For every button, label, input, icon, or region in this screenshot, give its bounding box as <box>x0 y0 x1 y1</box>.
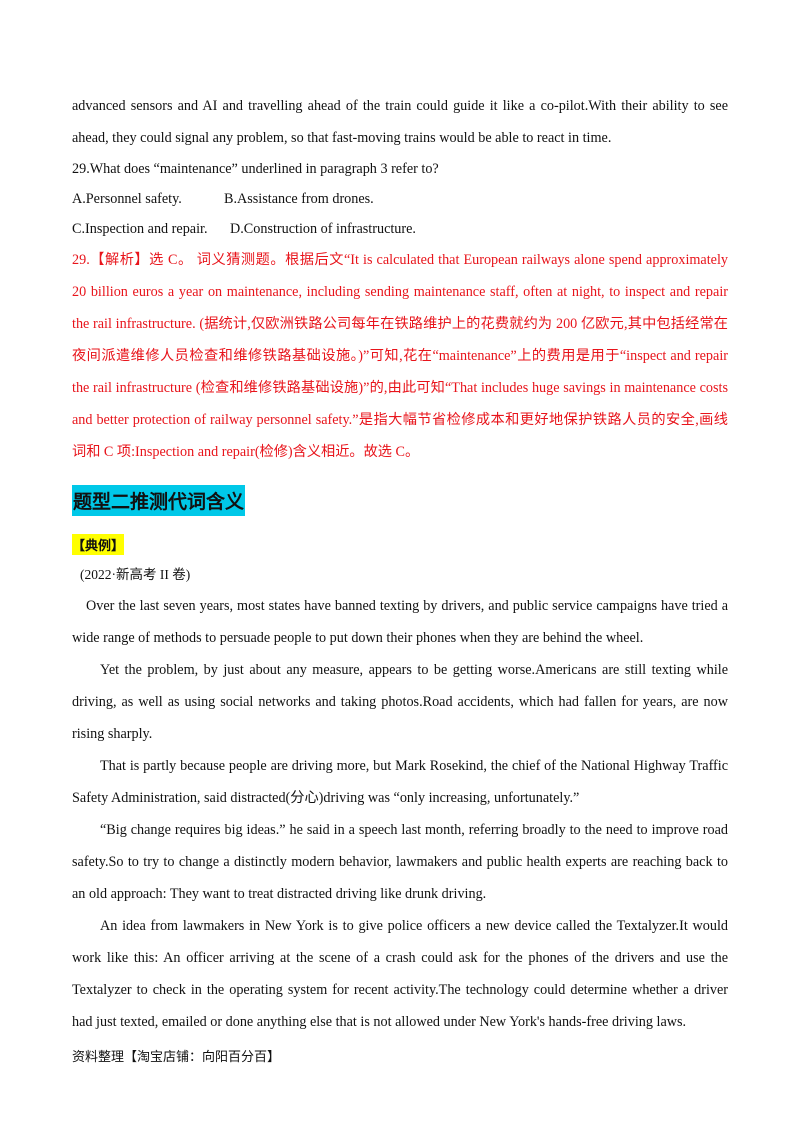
passage-paragraph-5: An idea from lawmakers in New York is to… <box>72 918 728 1030</box>
passage-continuation-line-1: advanced sensors and AI and travelling a… <box>72 98 728 114</box>
option-d: D.Construction of infrastructure. <box>230 221 416 237</box>
option-b: B.Assistance from drones. <box>224 191 374 207</box>
question-stem: 29.What does “maintenance” underlined in… <box>72 161 439 177</box>
example-tag: 【典例】 <box>72 533 125 555</box>
source-note: (2022·新高考 II 卷) <box>80 567 191 582</box>
option-a: A.Personnel safety. <box>72 191 182 207</box>
passage-paragraph-1: Over the last seven years, most states h… <box>72 598 728 646</box>
section-heading-wrap: 题型二推测代词含义 <box>72 478 728 522</box>
options-row-2: C.Inspection and repair. D.Construction … <box>72 214 728 244</box>
passage-continuation-line-2: ahead, they could signal any problem, so… <box>72 130 612 146</box>
section-heading: 题型二推测代词含义 <box>72 484 246 516</box>
passage-paragraph-2: Yet the problem, by just about any measu… <box>72 662 728 742</box>
example-tag-wrap: 【典例】 <box>72 528 728 560</box>
analysis-text: 29.【解析】选 C。 词义猜测题。根据后文“It is calculated … <box>72 252 728 460</box>
footer-note: 资料整理【淘宝店铺：向阳百分百】 <box>72 1050 281 1065</box>
options-row-1: A.Personnel safety. B.Assistance from dr… <box>72 184 728 214</box>
option-c: C.Inspection and repair. <box>72 221 208 237</box>
document-page: advanced sensors and AI and travelling a… <box>72 90 728 1038</box>
passage-paragraph-4: “Big change requires big ideas.” he said… <box>72 822 728 902</box>
passage-paragraph-3: That is partly because people are drivin… <box>72 758 728 806</box>
